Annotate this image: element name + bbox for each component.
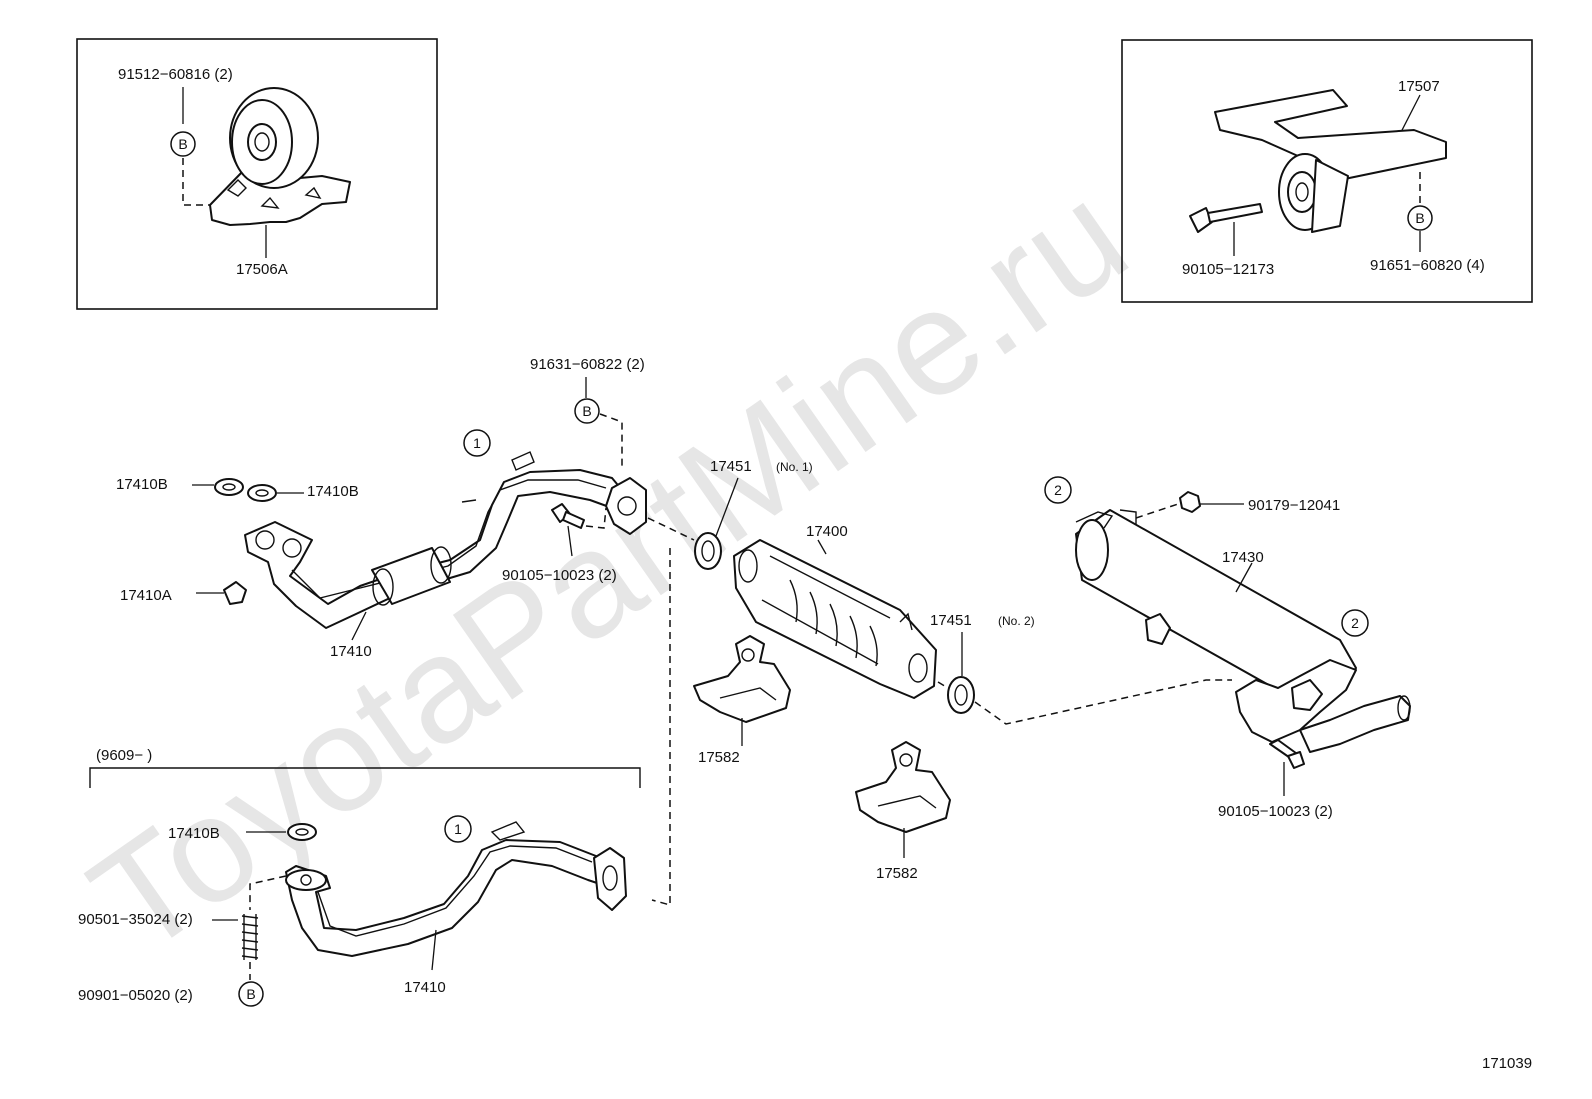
label-17582-b: 17582 (876, 865, 918, 882)
gasket-17410a (223, 581, 247, 605)
label-90501-35024: 90501−35024 (2) (78, 911, 193, 928)
converter-17400: 17400 (733, 523, 937, 699)
svg-text:1: 1 (454, 821, 462, 837)
bolt-90105-10023-right (1269, 739, 1305, 769)
label-90901-05020: 90901−05020 (2) (78, 987, 193, 1004)
inset-rear-mount: 17507 90105−12173 B 91651−60820 (4) (1121, 39, 1533, 303)
muffler-17430: 2 2 17430 (1044, 476, 1411, 753)
label-91631-60822: 91631−60822 (2) (530, 356, 645, 373)
label-17582-a: 17582 (698, 749, 740, 766)
callout-2-right: 2 (1341, 609, 1369, 637)
gasket-17410b-lower (287, 823, 317, 841)
label-17451-no2: 17451 (930, 612, 972, 629)
label-91651-60820: 91651−60820 (4) (1370, 257, 1485, 274)
callout-1-lower: 1 (444, 815, 472, 843)
label-17430: 17430 (1222, 549, 1264, 566)
date-range-label: (9609− ) (96, 747, 152, 764)
gasket-17410b-right (247, 484, 277, 502)
bracket-17582-a: 17582 (693, 635, 791, 766)
diagram-id: 171039 (1482, 1055, 1532, 1072)
front-pipe-lower (285, 821, 627, 957)
svg-text:B: B (178, 136, 187, 152)
callout-b-2: B (1407, 205, 1433, 231)
label-17451-no2-suffix: (No. 2) (998, 614, 1035, 628)
svg-text:B: B (1415, 210, 1424, 226)
callout-2-left: 2 (1044, 476, 1072, 504)
label-90105-10023-left: 90105−10023 (2) (502, 567, 617, 584)
label-17410a: 17410A (120, 587, 172, 604)
spring-90501-35024 (241, 914, 259, 960)
label-17451-no1-suffix: (No. 1) (776, 460, 813, 474)
bolt-90105-10023-left (551, 503, 585, 529)
label-17400: 17400 (806, 523, 848, 540)
rear-mount-17507 (1214, 89, 1447, 233)
gasket-17451-no2: 17451 (No. 2) (930, 612, 1035, 714)
callout-b-1: B (170, 131, 196, 157)
gasket-17451-no1: 17451 (No. 1) (694, 458, 813, 570)
callout-b-4: B (238, 981, 264, 1007)
label-17410b-right: 17410B (307, 483, 359, 500)
label-17451-no1: 17451 (710, 458, 752, 475)
label-90105-12173: 90105−12173 (1182, 261, 1274, 278)
callout-b-3: B (574, 398, 600, 424)
label-17506a: 17506A (236, 261, 288, 278)
svg-text:2: 2 (1054, 482, 1062, 498)
svg-text:B: B (246, 986, 255, 1002)
label-91512-60816: 91512−60816 (2) (118, 66, 233, 83)
label-17410-lower: 17410 (404, 979, 446, 996)
label-90105-10023-right: 90105−10023 (2) (1218, 803, 1333, 820)
front-pipe-upper: 91631−60822 (2) B 1 17410B 17410B 17410A (116, 356, 647, 660)
bolt-90105-12173 (1189, 203, 1263, 233)
label-17410-upper: 17410 (330, 643, 372, 660)
svg-text:1: 1 (473, 435, 481, 451)
svg-text:B: B (582, 403, 591, 419)
gasket-17410b-left (214, 478, 244, 496)
label-17410b-lower: 17410B (168, 825, 220, 842)
bracket-17582-b: 17582 (855, 741, 951, 882)
svg-text:2: 2 (1351, 615, 1359, 631)
label-90179-12041: 90179−12041 (1248, 497, 1340, 514)
nut-90179-12041 (1179, 491, 1201, 513)
callout-1-upper: 1 (463, 429, 491, 457)
lower-variant-section: (9609− ) 1 17410B 17410 (78, 747, 641, 1007)
label-17410b-left: 17410B (116, 476, 168, 493)
label-17507: 17507 (1398, 78, 1440, 95)
front-mount-17506a (209, 87, 351, 226)
inset-front-mount: 91512−60816 (2) B 17506A (76, 38, 438, 310)
